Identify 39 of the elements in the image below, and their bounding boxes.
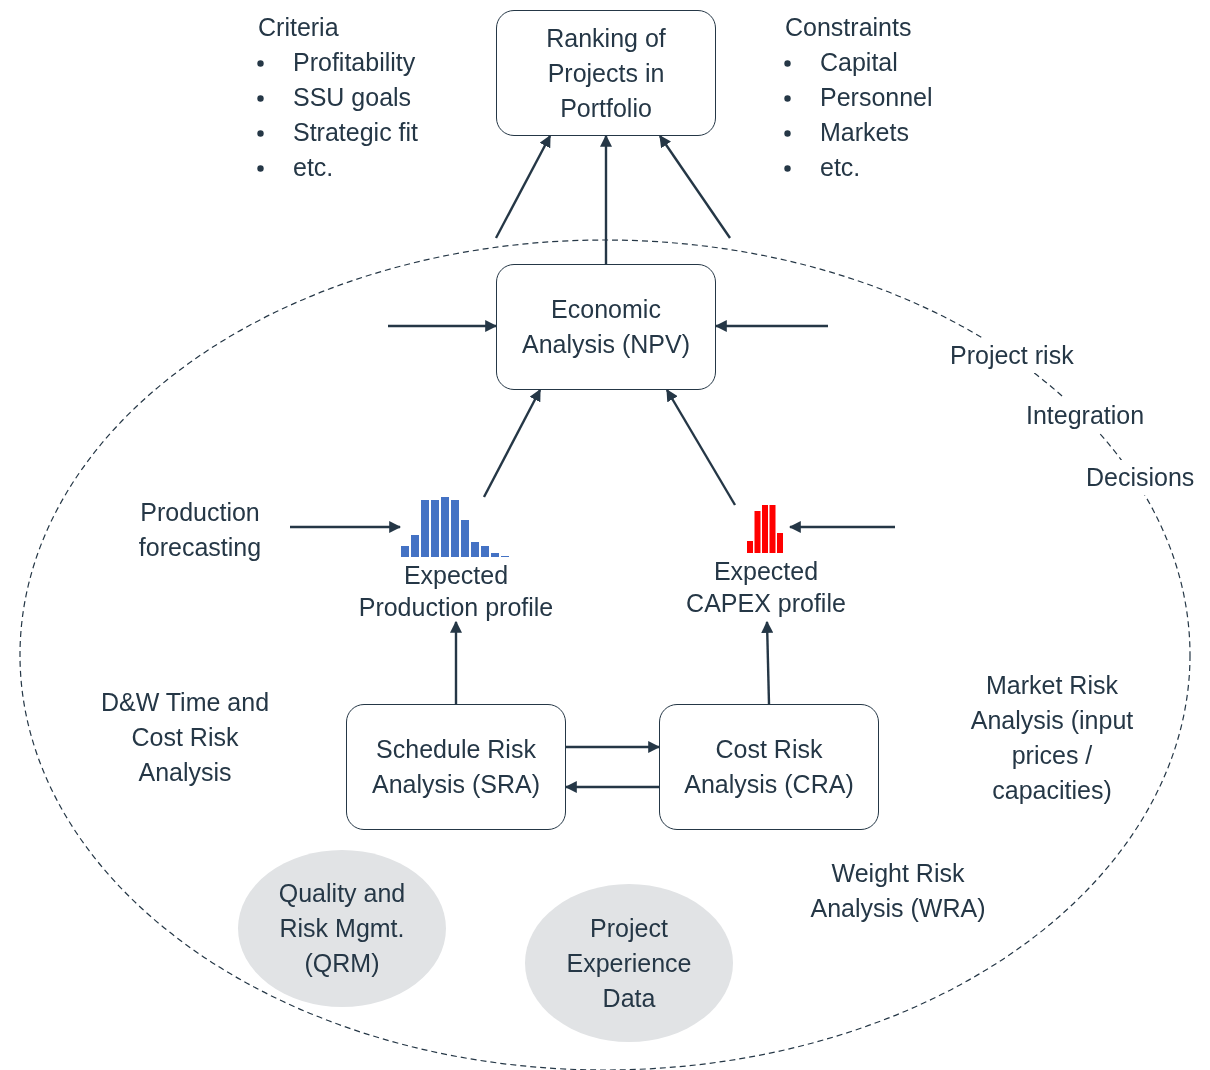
list-item: etc.: [293, 152, 334, 183]
process-box: [346, 704, 566, 830]
annotation-text: Criteria: [258, 12, 339, 43]
node-label: Cost Risk Analysis (CRA): [683, 734, 855, 800]
process-box: [659, 704, 879, 830]
list-item: Personnel: [820, 82, 933, 113]
node-label: Ranking of Projects in Portfolio: [545, 22, 667, 124]
annotation-text: Market Risk Analysis (input prices / capacities): [969, 670, 1135, 806]
arrow: [450, 620, 462, 704]
process-box: [496, 10, 716, 136]
node-label: Economic Analysis (NPV): [520, 294, 692, 360]
arrow: [665, 388, 737, 506]
arrow: [564, 781, 659, 793]
arrow: [290, 521, 402, 533]
node-label: Project Experience Data: [565, 912, 693, 1014]
annotation-text: Weight Risk Analysis (WRA): [809, 858, 987, 924]
arrow: [388, 320, 498, 332]
list-item: Profitability: [293, 47, 416, 78]
node-label: Expected Production profile: [357, 560, 555, 623]
annotation-text: Constraints: [785, 12, 912, 43]
node-label: Production forecasting: [137, 497, 263, 563]
arrow: [600, 134, 612, 264]
arrow: [659, 135, 731, 239]
list-item: Capital: [820, 47, 898, 78]
arrow: [482, 388, 542, 498]
annotation-text: D&W Time and Cost Risk Analysis: [99, 687, 271, 788]
node-label: Quality and Risk Mgmt. (QRM): [277, 878, 407, 979]
arrow: [714, 320, 828, 332]
list-item: Strategic fit: [293, 117, 419, 148]
node-label: Schedule Risk Analysis (SRA): [370, 734, 542, 800]
list-item: SSU goals: [293, 82, 412, 113]
arrow: [788, 521, 895, 533]
arrow: [566, 741, 661, 753]
list-item: Markets: [820, 117, 909, 148]
arrow: [494, 134, 552, 239]
node-label: Expected CAPEX profile: [685, 556, 847, 619]
arrow: [761, 620, 774, 705]
list-item: etc.: [820, 152, 861, 183]
process-box: [496, 264, 716, 390]
